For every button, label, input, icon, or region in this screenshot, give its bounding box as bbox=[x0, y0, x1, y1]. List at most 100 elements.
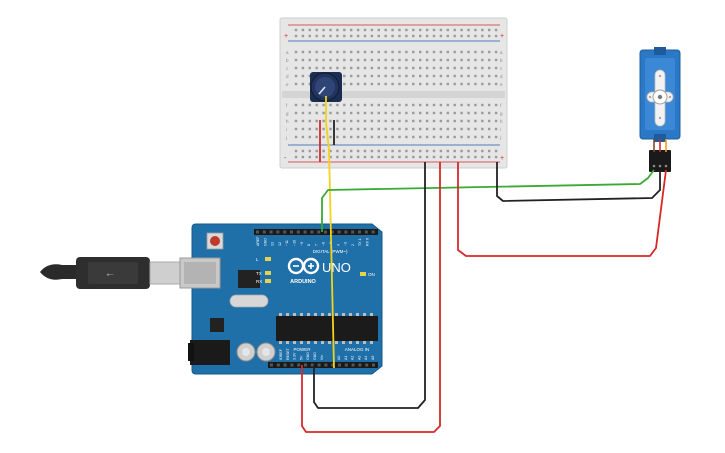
breadboard-hole[interactable] bbox=[343, 149, 346, 153]
header-hole[interactable] bbox=[324, 230, 327, 234]
breadboard-hole[interactable] bbox=[370, 111, 374, 115]
breadboard-hole[interactable] bbox=[398, 66, 401, 70]
breadboard-hole[interactable] bbox=[301, 50, 305, 54]
breadboard-hole[interactable] bbox=[419, 28, 422, 32]
breadboard-hole[interactable] bbox=[474, 82, 477, 86]
breadboard-hole[interactable] bbox=[460, 127, 463, 131]
breadboard-hole[interactable] bbox=[432, 82, 436, 86]
breadboard-hole[interactable] bbox=[301, 155, 305, 159]
usb-cable[interactable]: ⭠ bbox=[40, 257, 187, 289]
breadboard-hole[interactable] bbox=[350, 66, 353, 70]
breadboard-hole[interactable] bbox=[370, 135, 374, 139]
breadboard-hole[interactable] bbox=[363, 74, 367, 78]
breadboard-hole[interactable] bbox=[432, 119, 436, 123]
breadboard-hole[interactable] bbox=[315, 28, 318, 32]
header-hole[interactable] bbox=[276, 230, 280, 234]
breadboard-hole[interactable] bbox=[419, 50, 422, 54]
breadboard-hole[interactable] bbox=[301, 103, 305, 107]
breadboard-hole[interactable] bbox=[294, 103, 298, 107]
breadboard-hole[interactable] bbox=[363, 135, 367, 139]
breadboard-hole[interactable] bbox=[377, 28, 380, 32]
breadboard-hole[interactable] bbox=[474, 74, 477, 78]
breadboard-hole[interactable] bbox=[377, 155, 380, 159]
breadboard-hole[interactable] bbox=[315, 119, 318, 123]
breadboard-hole[interactable] bbox=[453, 111, 456, 115]
breadboard-hole[interactable] bbox=[336, 111, 339, 115]
black-servo-ground-wire[interactable] bbox=[496, 162, 661, 202]
breadboard-hole[interactable] bbox=[439, 119, 443, 123]
breadboard-hole[interactable] bbox=[377, 82, 380, 86]
breadboard-hole[interactable] bbox=[453, 50, 456, 54]
breadboard-hole[interactable] bbox=[432, 135, 436, 139]
breadboard-hole[interactable] bbox=[494, 135, 498, 139]
breadboard-hole[interactable] bbox=[363, 50, 367, 54]
breadboard-hole[interactable] bbox=[308, 58, 311, 62]
breadboard-hole[interactable] bbox=[481, 103, 484, 107]
breadboard-hole[interactable] bbox=[363, 127, 367, 131]
breadboard-hole[interactable] bbox=[343, 155, 346, 159]
breadboard-hole[interactable] bbox=[356, 66, 360, 70]
breadboard-hole[interactable] bbox=[419, 135, 422, 139]
breadboard-hole[interactable] bbox=[384, 103, 387, 107]
breadboard-hole[interactable] bbox=[329, 66, 332, 70]
breadboard-hole[interactable] bbox=[494, 74, 498, 78]
breadboard-hole[interactable] bbox=[322, 34, 325, 38]
header-hole[interactable] bbox=[317, 230, 321, 234]
breadboard-hole[interactable] bbox=[474, 103, 477, 107]
breadboard-hole[interactable] bbox=[308, 34, 311, 38]
breadboard-hole[interactable] bbox=[350, 155, 353, 159]
breadboard-hole[interactable] bbox=[446, 74, 449, 78]
breadboard-hole[interactable] bbox=[439, 28, 443, 32]
breadboard-hole[interactable] bbox=[419, 111, 422, 115]
arduino-uno-board[interactable]: L TX RX ON ARDUINO UNO DIGITAL (PWM~) PO… bbox=[179, 223, 383, 375]
breadboard-hole[interactable] bbox=[343, 119, 346, 123]
breadboard-hole[interactable] bbox=[308, 50, 311, 54]
breadboard-hole[interactable] bbox=[315, 135, 318, 139]
breadboard-hole[interactable] bbox=[308, 66, 311, 70]
header-hole[interactable] bbox=[364, 230, 368, 234]
breadboard-hole[interactable] bbox=[370, 28, 374, 32]
breadboard-hole[interactable] bbox=[384, 119, 387, 123]
header-hole[interactable] bbox=[330, 230, 334, 234]
breadboard-hole[interactable] bbox=[474, 58, 477, 62]
breadboard-hole[interactable] bbox=[419, 119, 422, 123]
breadboard-hole[interactable] bbox=[432, 66, 436, 70]
yellow-signal-wire[interactable] bbox=[325, 96, 335, 369]
breadboard-hole[interactable] bbox=[439, 127, 443, 131]
breadboard-hole[interactable] bbox=[474, 50, 477, 54]
breadboard-hole[interactable] bbox=[425, 28, 429, 32]
breadboard-hole[interactable] bbox=[488, 34, 491, 38]
breadboard-hole[interactable] bbox=[308, 82, 311, 86]
breadboard-hole[interactable] bbox=[329, 58, 332, 62]
breadboard-hole[interactable] bbox=[467, 135, 470, 139]
breadboard-hole[interactable] bbox=[384, 58, 387, 62]
breadboard-hole[interactable] bbox=[474, 149, 477, 153]
breadboard-hole[interactable] bbox=[370, 149, 374, 153]
breadboard-hole[interactable] bbox=[308, 155, 311, 159]
breadboard-hole[interactable] bbox=[425, 119, 429, 123]
breadboard-hole[interactable] bbox=[439, 58, 443, 62]
breadboard-hole[interactable] bbox=[488, 155, 491, 159]
breadboard-hole[interactable] bbox=[425, 50, 429, 54]
breadboard-hole[interactable] bbox=[315, 50, 318, 54]
breadboard-hole[interactable] bbox=[453, 82, 456, 86]
header-hole[interactable] bbox=[304, 363, 307, 367]
breadboard-hole[interactable] bbox=[391, 66, 394, 70]
breadboard-hole[interactable] bbox=[301, 66, 305, 70]
breadboard-hole[interactable] bbox=[308, 135, 311, 139]
breadboard-hole[interactable] bbox=[467, 103, 470, 107]
breadboard-hole[interactable] bbox=[481, 155, 484, 159]
breadboard-hole[interactable] bbox=[322, 119, 325, 123]
potentiometer[interactable] bbox=[310, 72, 342, 102]
breadboard-hole[interactable] bbox=[425, 149, 429, 153]
breadboard-hole[interactable] bbox=[315, 58, 318, 62]
breadboard-hole[interactable] bbox=[356, 149, 360, 153]
header-hole[interactable] bbox=[262, 230, 266, 234]
breadboard-hole[interactable] bbox=[481, 66, 484, 70]
breadboard-hole[interactable] bbox=[481, 34, 484, 38]
breadboard-hole[interactable] bbox=[315, 66, 318, 70]
breadboard-hole[interactable] bbox=[329, 103, 332, 107]
breadboard-hole[interactable] bbox=[439, 66, 443, 70]
breadboard-hole[interactable] bbox=[336, 58, 339, 62]
